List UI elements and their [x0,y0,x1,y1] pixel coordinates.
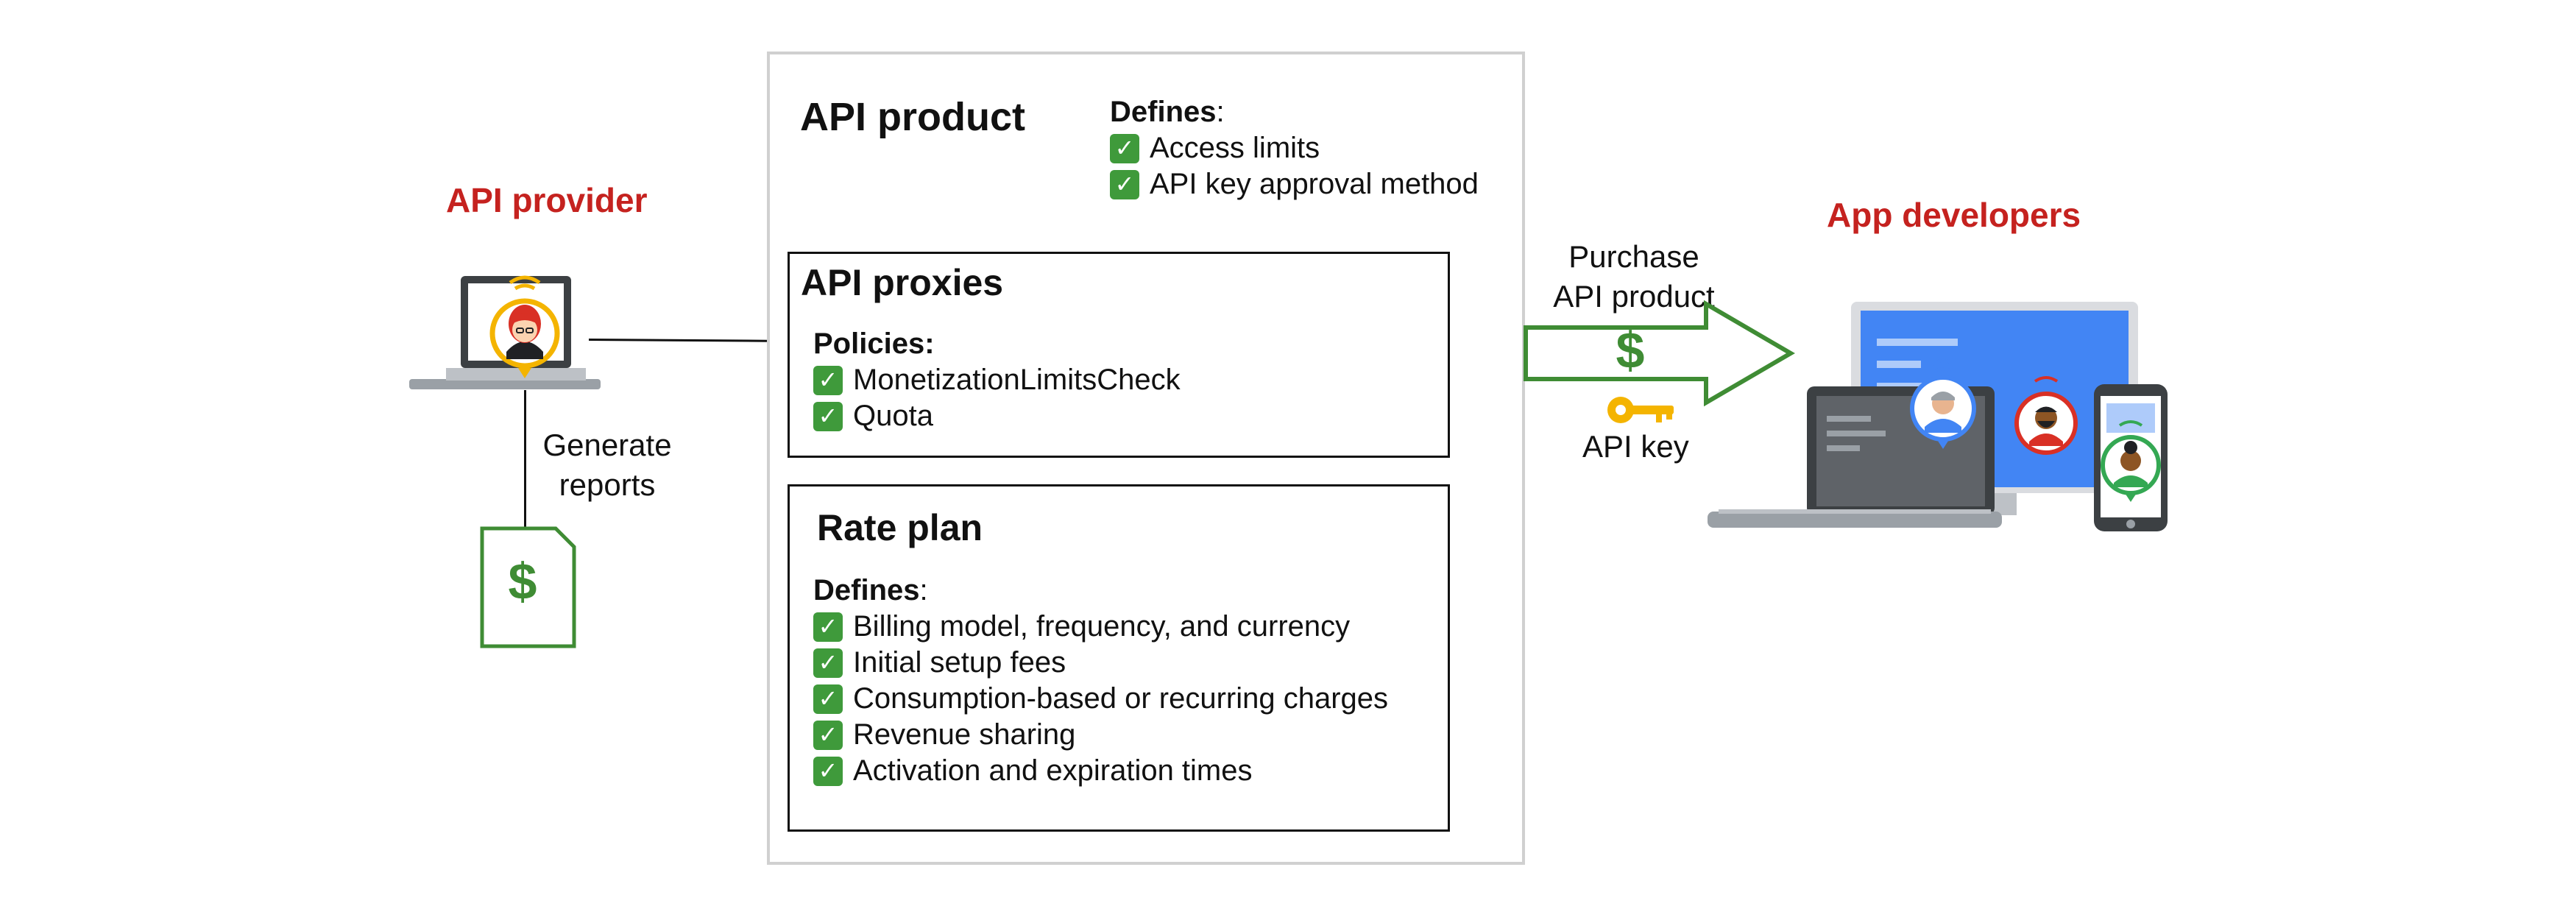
list-item: ✓ Consumption-based or recurring charges [813,681,1388,717]
list-item: ✓ Initial setup fees [813,645,1388,681]
document-dollar-icon [480,526,576,648]
generate-label: Generate [542,428,672,462]
rate-plan-box [788,484,1450,832]
api-product-defines-label: Defines: [1110,96,1225,128]
list-item: ✓ API key approval method [1110,166,1479,202]
checkmark-icon: ✓ [813,684,843,714]
api-product-label: API product [1553,279,1715,314]
connector-line [588,339,768,342]
policies-label: Policies: [813,328,935,360]
developer-avatar-icon [2014,376,2078,455]
policies-list: ✓ MonetizationLimitsCheck ✓ Quota [813,362,1181,434]
checkmark-icon: ✓ [1110,133,1139,163]
checkmark-icon: ✓ [813,401,843,431]
arrow-right-icon [1524,300,1795,407]
app-developers-title: App developers [1827,196,2081,234]
generate-reports-label: Generate reports [515,425,699,505]
purchase-label: Purchase [1568,239,1699,274]
api-proxies-policies: Policies: ✓ MonetizationLimitsCheck ✓ Qu… [813,328,1181,434]
api-proxies-title: API proxies [801,262,1004,303]
list-item: ✓ Revenue sharing [813,717,1388,753]
api-product-defines-list: ✓ Access limits ✓ API key approval metho… [1110,130,1479,202]
person-avatar-icon [489,275,560,378]
developer-avatar-icon [2101,420,2161,502]
devices-illustration [1708,302,2168,531]
checkmark-icon: ✓ [813,756,843,786]
checkmark-icon: ✓ [1110,169,1139,199]
checkmark-icon: ✓ [813,612,843,642]
api-product-box [767,52,1525,865]
developer-avatar-icon [1910,359,1976,449]
rate-plan-defines: Defines: ✓ Billing model, frequency, and… [813,574,1388,789]
report-dollar-symbol: $ [508,553,537,610]
api-proxies-box [788,252,1450,458]
list-item: ✓ Quota [813,398,1181,434]
api-product-defines: Defines: ✓ Access limits ✓ API key appro… [1110,96,1479,202]
reports-label: reports [559,467,656,502]
rate-plan-title: Rate plan [817,507,983,548]
purchase-dollar-symbol: $ [1616,322,1645,379]
checkmark-icon: ✓ [813,720,843,750]
checkmark-icon: ✓ [813,365,843,395]
rate-plan-defines-label: Defines: [813,574,928,606]
list-item: ✓ MonetizationLimitsCheck [813,362,1181,398]
key-icon [1607,397,1674,423]
list-item: ✓ Billing model, frequency, and currency [813,609,1388,645]
list-item: ✓ Activation and expiration times [813,753,1388,789]
api-product-title: API product [800,95,1025,139]
list-item: ✓ Access limits [1110,130,1479,166]
api-key-label: API key [1582,429,1689,464]
checkmark-icon: ✓ [813,648,843,678]
api-provider-title: API provider [446,181,648,219]
purchase-api-product-label: Purchase API product [1531,237,1737,316]
rate-plan-defines-list: ✓ Billing model, frequency, and currency… [813,609,1388,789]
report-connector-line [524,390,526,530]
